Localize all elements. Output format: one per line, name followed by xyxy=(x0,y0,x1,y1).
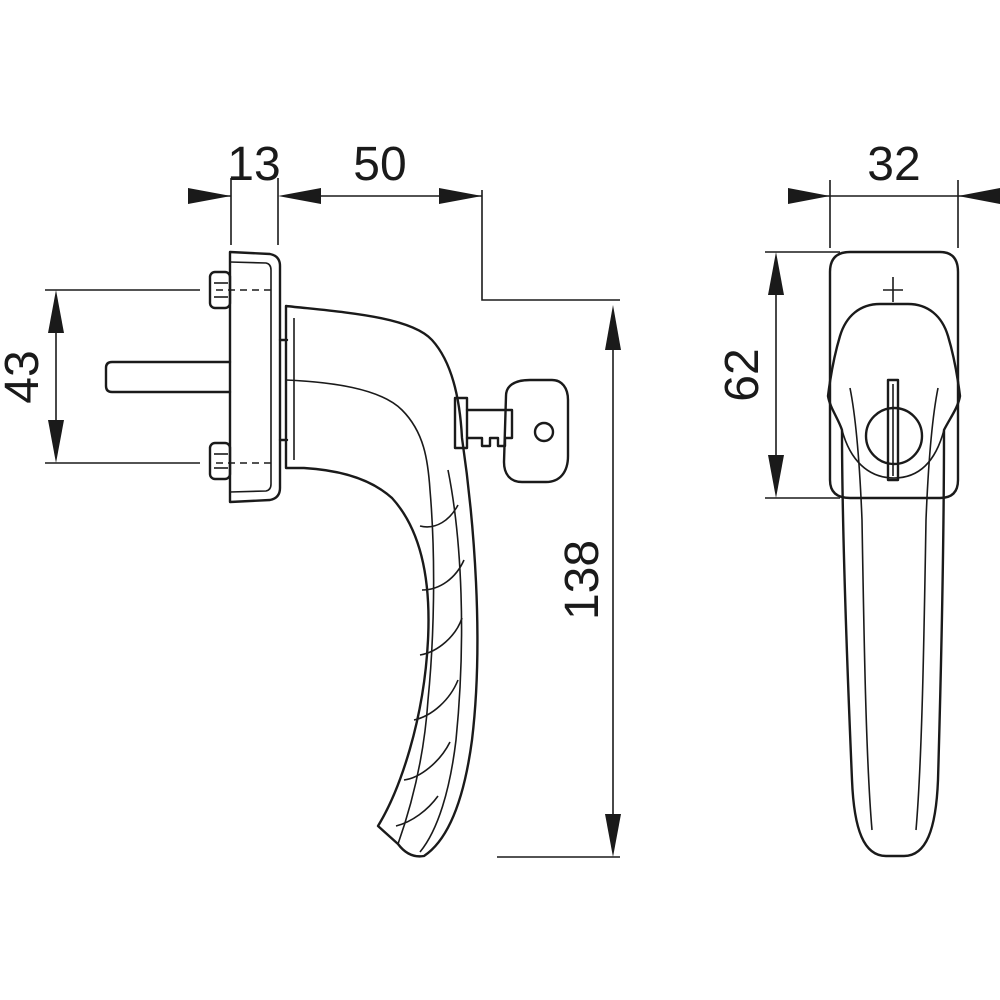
dim-rose-width-label: 32 xyxy=(867,138,920,191)
handle-body-side xyxy=(284,304,479,858)
dim-rose-depth-label: 13 xyxy=(227,138,280,191)
arrowhead xyxy=(48,420,64,463)
key xyxy=(453,378,570,484)
grip-ridge xyxy=(403,741,451,781)
arrowhead xyxy=(439,188,482,204)
grip-ridge xyxy=(395,795,439,827)
dim-screw-spacing-label: 43 xyxy=(0,350,49,403)
grip-ridge xyxy=(413,679,459,721)
screw-bottom xyxy=(208,441,232,481)
grip-ridge xyxy=(421,559,465,591)
dim-screw-spacing: 43 xyxy=(0,289,200,464)
spindle xyxy=(104,360,232,394)
dim-rose-height: 62 xyxy=(716,251,840,499)
key-hole xyxy=(533,421,555,443)
dim-handle-length-label: 138 xyxy=(556,540,609,620)
grip-ridge xyxy=(419,504,459,528)
dim-rose-depth: 13 xyxy=(188,138,321,245)
front-view: 32 62 xyxy=(716,138,1000,858)
arrowhead xyxy=(958,188,1000,204)
arrowhead xyxy=(48,290,64,333)
lock-front xyxy=(864,378,924,482)
key-slot xyxy=(886,378,900,482)
grip-ridge xyxy=(419,617,463,656)
center-mark xyxy=(883,277,903,302)
key-blade xyxy=(465,408,514,448)
lock-cylinder xyxy=(453,396,469,450)
dim-rose-height-label: 62 xyxy=(716,348,769,401)
arrowhead xyxy=(605,814,621,857)
key-bow xyxy=(502,378,570,484)
handle-body-front xyxy=(826,302,962,858)
side-view: 13 50 43 138 xyxy=(0,138,621,858)
dim-rose-width: 32 xyxy=(788,138,1000,248)
arrowhead xyxy=(188,188,231,204)
dim-handle-projection-label: 50 xyxy=(353,138,406,191)
extension-line xyxy=(481,190,620,301)
arrowhead xyxy=(605,305,621,350)
arrowhead xyxy=(788,188,830,204)
dim-handle-projection: 50 xyxy=(321,138,620,301)
dim-handle-length: 138 xyxy=(497,305,621,858)
arrowhead xyxy=(768,455,784,498)
rose-plate xyxy=(216,250,289,504)
arrowhead xyxy=(278,188,321,204)
rose-front xyxy=(828,250,960,500)
arrowhead xyxy=(768,252,784,295)
